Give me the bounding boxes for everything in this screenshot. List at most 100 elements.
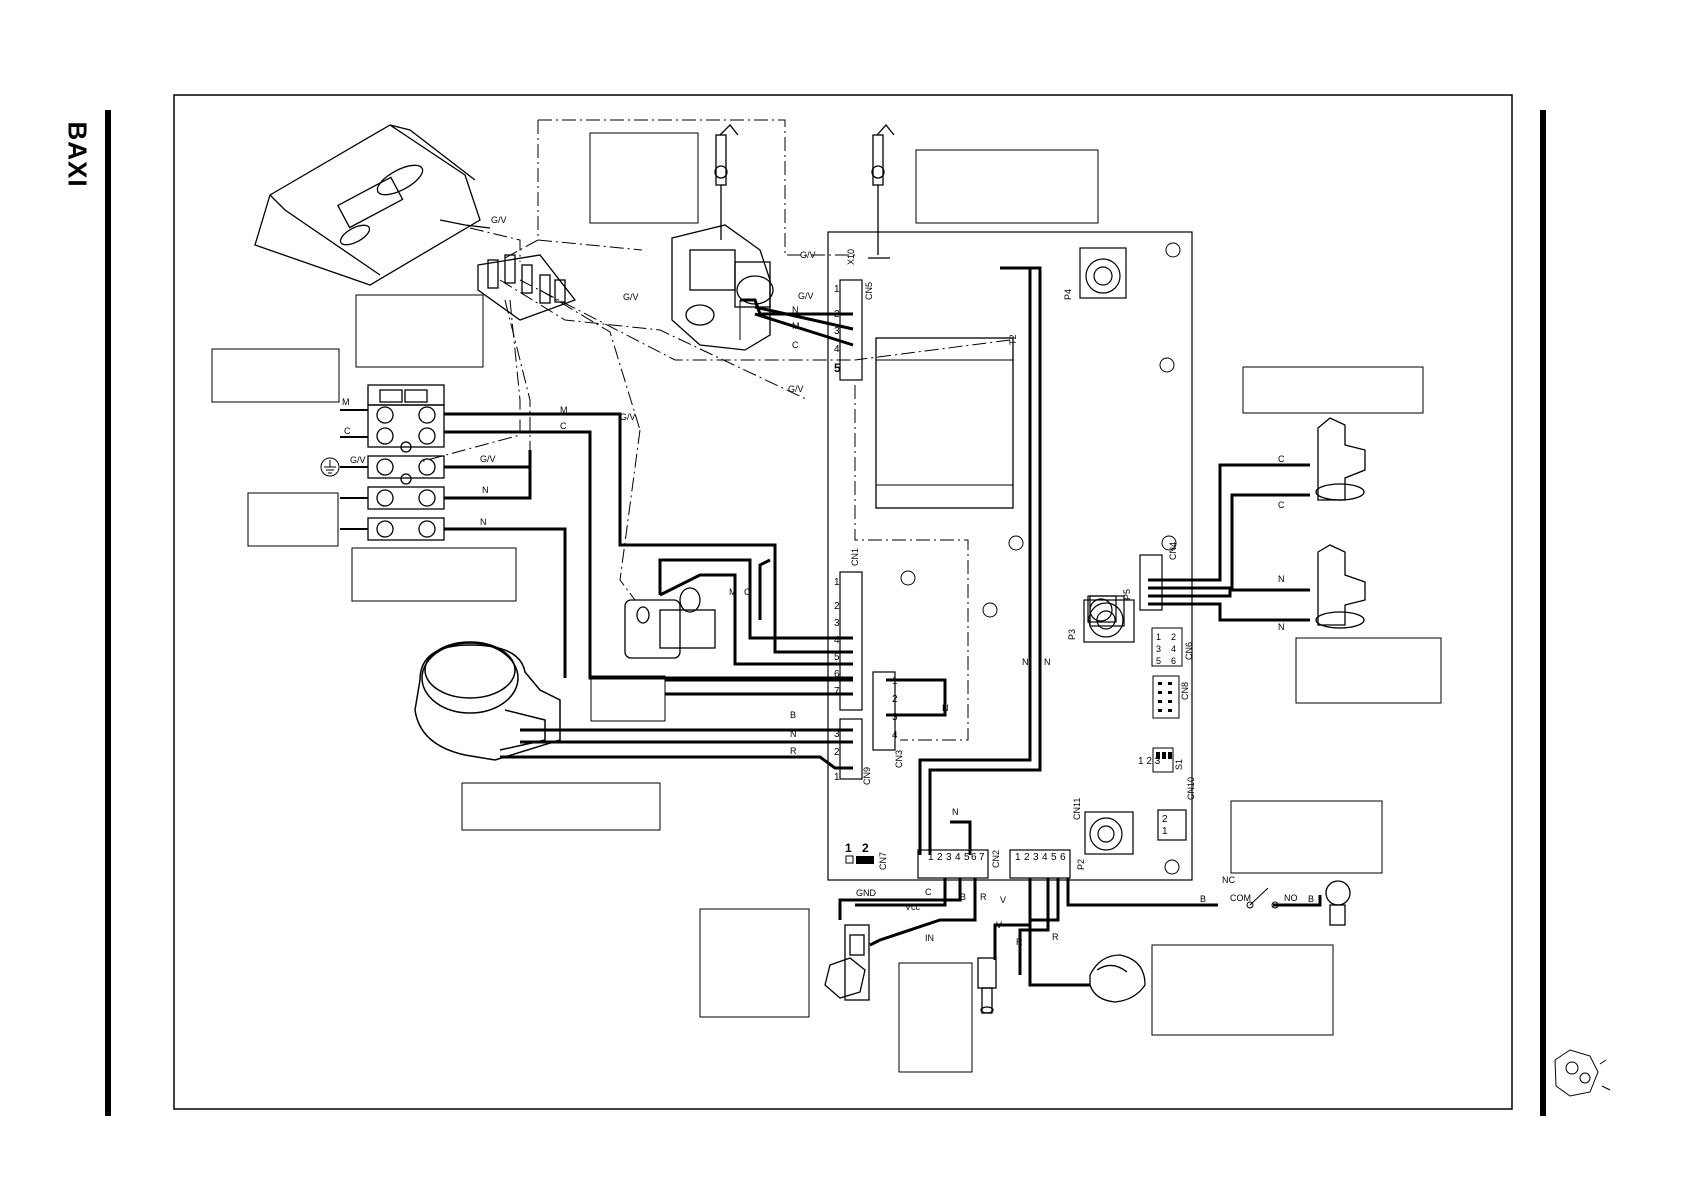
caption-box	[1151, 944, 1334, 1036]
cn11-connector: 2 1 CN11	[1072, 798, 1187, 841]
mascot-logo	[1554, 1049, 1611, 1097]
pin-label: 2	[1162, 814, 1168, 825]
p4-label: P4	[1063, 289, 1073, 300]
cn7-label: CN7	[878, 852, 888, 870]
wire-code-b: B	[790, 710, 796, 720]
pin-label: 4	[834, 344, 840, 355]
p2-label: P2	[1076, 859, 1086, 870]
caption-box	[1242, 366, 1424, 414]
wire-code-b: B	[1308, 894, 1314, 904]
caption-box	[590, 675, 666, 722]
caption-box	[461, 782, 661, 831]
cn1-connector: CN1 1 2 3 4 5 6 7	[834, 548, 863, 711]
cn3-connector: 1 2 3 4 CN3	[872, 671, 904, 768]
signal-in: IN	[925, 933, 934, 943]
earth-symbol-icon	[320, 457, 340, 477]
pin-label: 3	[834, 729, 840, 740]
pressure-switch-icon	[1089, 954, 1146, 1003]
pin-label: 1	[834, 577, 840, 588]
cn3-label: CN3	[894, 750, 904, 768]
t2-label: T2	[1008, 334, 1018, 345]
wire-code-r: R	[1016, 937, 1023, 947]
pin-label: 6	[971, 852, 977, 863]
pin-label: 3	[892, 712, 898, 723]
switch-nc: NC	[1222, 875, 1235, 885]
wire-code-c: C	[344, 426, 351, 436]
caption-box	[247, 492, 339, 547]
wire-code-m: M	[560, 405, 568, 415]
pin-label: 4	[892, 730, 898, 741]
cn2-connector: 1 2 3 4 5 6 7 CN2	[917, 849, 1001, 879]
chassis-bracket	[254, 124, 491, 286]
pin-label: 1	[1162, 826, 1168, 837]
caption-box	[351, 547, 517, 602]
control-board: T2 P4 P5 P3 P2	[827, 231, 1193, 881]
wire-code-c: C	[792, 340, 799, 350]
s1-dip-switch: 1 2 3 S1	[1138, 747, 1184, 773]
x10-label: X10	[846, 249, 856, 265]
pin-label: 2	[1024, 852, 1030, 863]
caption-box	[211, 348, 340, 403]
pin-label: 1	[1015, 852, 1021, 863]
brand-logo: BAXI	[63, 113, 94, 189]
caption-box	[355, 294, 484, 368]
pin-label: 2	[937, 852, 943, 863]
right-margin-rule	[1540, 110, 1546, 1116]
overheat-thermostat-icon	[1315, 417, 1366, 501]
ntc-sensor-icon	[977, 957, 997, 1014]
cn8-connector: CN8	[1152, 675, 1190, 719]
wire-code-r: R	[1052, 932, 1059, 942]
wire-code-n: N	[1044, 657, 1051, 667]
wire-code-b: B	[960, 892, 966, 902]
wire-code-gv: G/V	[491, 215, 507, 225]
brand-name: BAXI	[62, 121, 93, 188]
wire-code-c: C	[1278, 454, 1285, 464]
pin-label: 4	[1042, 852, 1048, 863]
pin-label: 7	[979, 852, 985, 863]
wire-code-n: N	[942, 703, 949, 713]
wire-code-b: B	[1200, 894, 1206, 904]
pin-label: 1	[834, 772, 840, 783]
cn4-connector: CN4	[1139, 542, 1178, 611]
switch-com: COM	[1230, 893, 1251, 903]
caption-box	[1230, 800, 1383, 874]
thin-wiring	[739, 300, 1218, 906]
pin-label: 2	[862, 841, 869, 855]
pin-label: 3	[1156, 644, 1161, 654]
limit-thermostat-icon	[1315, 544, 1366, 629]
pin-label: 7	[834, 686, 840, 697]
wire-code-gv: G/V	[480, 454, 496, 464]
signal-gnd: GND	[856, 888, 877, 898]
wire-code-c: C	[925, 887, 932, 897]
pin-label: 3	[946, 852, 952, 863]
wire-code-n: N	[480, 517, 487, 527]
pin-label: 1	[928, 852, 934, 863]
cn6-connector: 2 4 6 1 3 5 CN6	[1151, 627, 1194, 667]
wire-code-m: M	[792, 321, 800, 331]
wire-code-n: N	[790, 729, 797, 739]
pin-label: 1	[834, 284, 840, 295]
pin-label: 3	[834, 326, 840, 337]
wire-code-n: N	[792, 305, 799, 315]
pin-label: 2	[834, 747, 840, 758]
earth-terminal-block	[477, 254, 577, 321]
cn9-label: CN9	[862, 767, 872, 785]
wire-code-n: N	[1278, 622, 1285, 632]
cn8-label: CN8	[1180, 682, 1190, 700]
cn10-connector: 1 2 3 4 5 6 CN10	[1009, 777, 1196, 879]
circulation-pump	[624, 587, 716, 659]
switch-contacts	[1246, 887, 1279, 909]
flow-sensor-icon	[824, 924, 870, 1001]
pin-label: 4	[955, 852, 961, 863]
wire-code-gv: G/V	[788, 384, 804, 394]
gas-valve	[671, 224, 774, 351]
ignition-electrode	[714, 124, 739, 240]
pin-label: 2	[892, 694, 898, 705]
s1-label: S1	[1174, 759, 1184, 770]
p5-label: P5	[1122, 589, 1132, 600]
p3-label: P3	[1067, 629, 1077, 640]
main-wiring	[444, 266, 1322, 987]
wire-code-gv: G/V	[350, 455, 366, 465]
caption-box	[898, 962, 973, 1073]
